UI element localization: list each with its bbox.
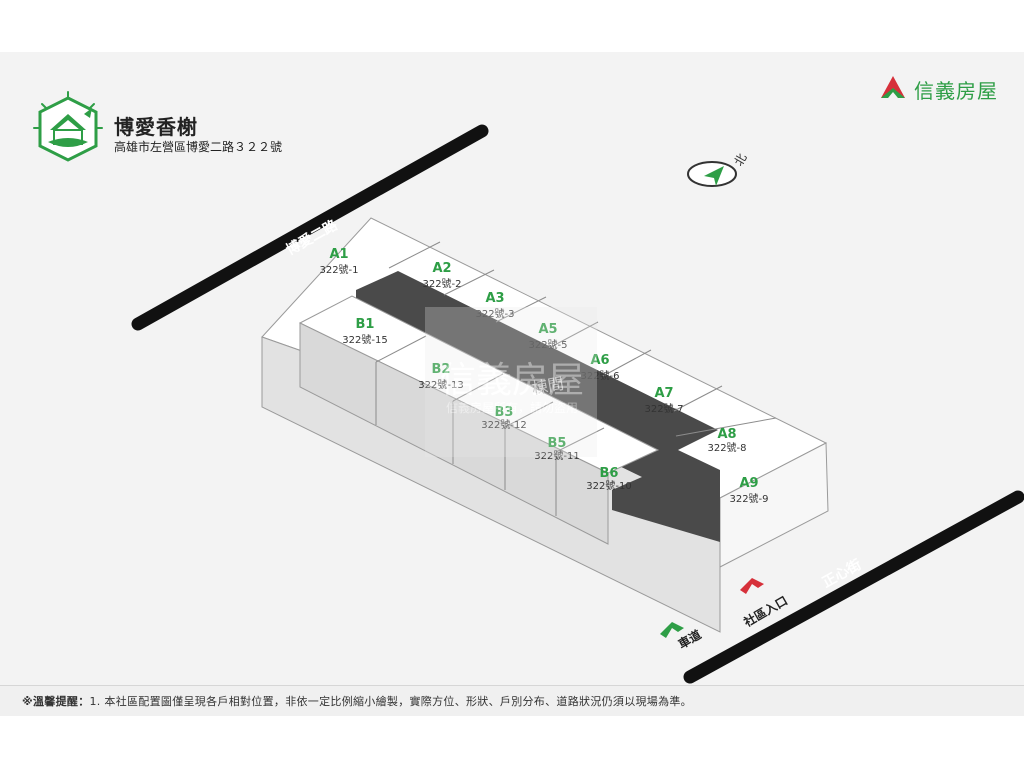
unit-id: B3	[495, 405, 514, 420]
project-address: 高雄市左營區博愛二路３２２號	[114, 140, 283, 154]
unit-id: A2	[432, 261, 451, 276]
unit-address: 322號-13	[418, 378, 463, 391]
unit-id: A5	[538, 322, 557, 337]
vehicle-entrance: 車道	[660, 622, 704, 652]
unit-id: B5	[548, 436, 567, 451]
road-south	[683, 490, 1024, 684]
unit-id: A3	[485, 291, 504, 306]
disclaimer-text: ※溫馨提醒：1. 本社區配置圖僅呈現各戶相對位置，非依一定比例縮小繪製，實際方位…	[22, 693, 692, 709]
row-a-side-wall	[719, 442, 829, 568]
north-compass: 北	[687, 151, 750, 187]
brand-logo-icon	[881, 76, 905, 98]
compass-label: 北	[732, 151, 750, 168]
driveway-arrow-icon	[660, 622, 684, 638]
unit-address: 322號-7	[644, 402, 683, 415]
unit-id: A9	[739, 476, 758, 491]
site-plan-svg: 博愛二路 正心街 北	[131, 124, 1024, 684]
project-logo	[32, 90, 104, 174]
project-name: 博愛香榭	[114, 115, 198, 139]
unit-address: 322號-1	[319, 263, 358, 276]
unit-address: 322號-11	[534, 449, 579, 462]
row-b-front-wall	[299, 322, 609, 545]
north-arrow-icon	[704, 166, 724, 186]
unit-address: 322號-6	[580, 369, 619, 382]
unit-id: B2	[432, 362, 451, 377]
unit-id: B1	[356, 317, 375, 332]
entrance-arrow-icon	[740, 578, 764, 594]
disclaimer-bar: ※溫馨提醒：1. 本社區配置圖僅呈現各戶相對位置，非依一定比例縮小繪製，實際方位…	[0, 685, 1024, 716]
brand-name: 信義房屋	[914, 79, 998, 103]
disclaimer-prefix: ※溫馨提醒：	[22, 695, 90, 708]
road-north	[131, 124, 489, 331]
unit-address: 322號-9	[729, 492, 768, 505]
unit-address: 322號-8	[707, 441, 746, 454]
unit-dividers	[375, 241, 777, 516]
unit-address: 322號-10	[586, 479, 631, 492]
watermark-panel	[425, 307, 597, 457]
watermark: 信義房屋 信義房屋所有，請勿盜用	[425, 307, 597, 457]
unit-id: A7	[654, 386, 673, 401]
unit-id: A8	[717, 427, 736, 442]
disclaimer-body: 1. 本社區配置圖僅呈現各戶相對位置，非依一定比例縮小繪製，實際方位、形狀、戶別…	[89, 695, 692, 708]
watermark-line2: 信義房屋所有，請勿盜用	[446, 400, 578, 415]
unit-id: A6	[590, 353, 609, 368]
site-plan-area: 博愛二路 正心街 北	[0, 52, 1024, 715]
unit-address: 322號-12	[481, 418, 526, 431]
unit-id: A1	[329, 247, 348, 262]
unit-address: 322號-5	[528, 338, 567, 351]
house-leaf-logo-icon	[33, 91, 103, 162]
unit-id: B6	[600, 466, 619, 481]
unit-labels: A1 322號-1 A2 322號-2 A3 322號-3 A5 322號-5 …	[319, 247, 768, 505]
unit-address: 322號-3	[475, 307, 514, 320]
unit-address: 322號-2	[422, 277, 461, 290]
unit-address: 322號-15	[342, 333, 387, 346]
row-b-blocks	[298, 295, 660, 545]
watermark-line1: 信義房屋	[440, 360, 584, 401]
